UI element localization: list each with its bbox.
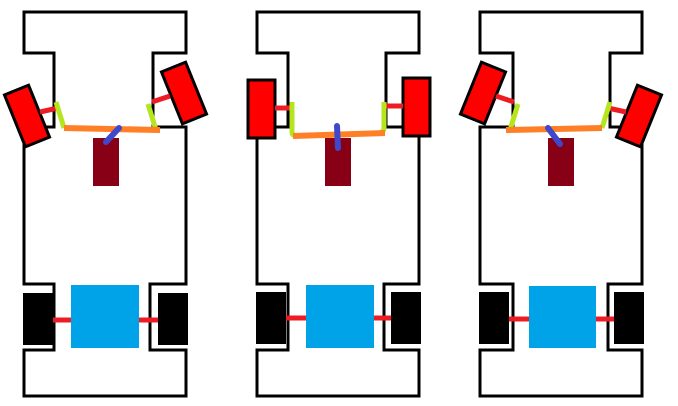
- rear-left-wheel: [479, 292, 509, 344]
- chassis-outline: [255, 10, 421, 398]
- axle-link: [151, 93, 171, 105]
- rear-left-wheel: [23, 293, 53, 345]
- axle-link: [495, 93, 515, 105]
- front-right-wheel: [401, 76, 432, 138]
- front-wheel: [159, 60, 209, 126]
- motor: [529, 286, 596, 348]
- tie-rod: [505, 125, 603, 133]
- rear-right-wheel: [158, 293, 188, 345]
- panel-left-turn: [2, 10, 209, 398]
- steering-arm: [289, 102, 299, 139]
- chassis-outline: [478, 10, 644, 398]
- tie-rod: [63, 125, 161, 133]
- rear-right-wheel: [614, 292, 644, 344]
- pinion: [545, 125, 563, 147]
- front-right-wheel: [159, 60, 209, 126]
- front-wheel: [614, 83, 664, 149]
- front-left-wheel: [2, 83, 52, 149]
- front-wheel: [458, 60, 508, 126]
- steering-arm: [599, 101, 613, 129]
- steering-arm: [53, 101, 67, 129]
- pinion: [103, 125, 122, 145]
- pinion: [334, 123, 341, 151]
- panel-straight: [246, 10, 432, 398]
- front-left-wheel: [246, 78, 277, 140]
- motor: [306, 285, 374, 348]
- front-wheel: [2, 83, 52, 149]
- rear-left-wheel: [256, 292, 286, 344]
- motor: [71, 285, 139, 348]
- axle-link: [39, 105, 59, 115]
- panel-right-turn: [458, 10, 664, 398]
- rear-right-wheel: [391, 292, 421, 344]
- steering-arm: [145, 103, 159, 131]
- front-right-wheel: [614, 83, 664, 149]
- steering-box: [93, 138, 119, 186]
- axle-link: [607, 105, 627, 115]
- steering-arm: [379, 102, 387, 135]
- front-left-wheel: [458, 60, 508, 126]
- steering-arm: [507, 103, 521, 131]
